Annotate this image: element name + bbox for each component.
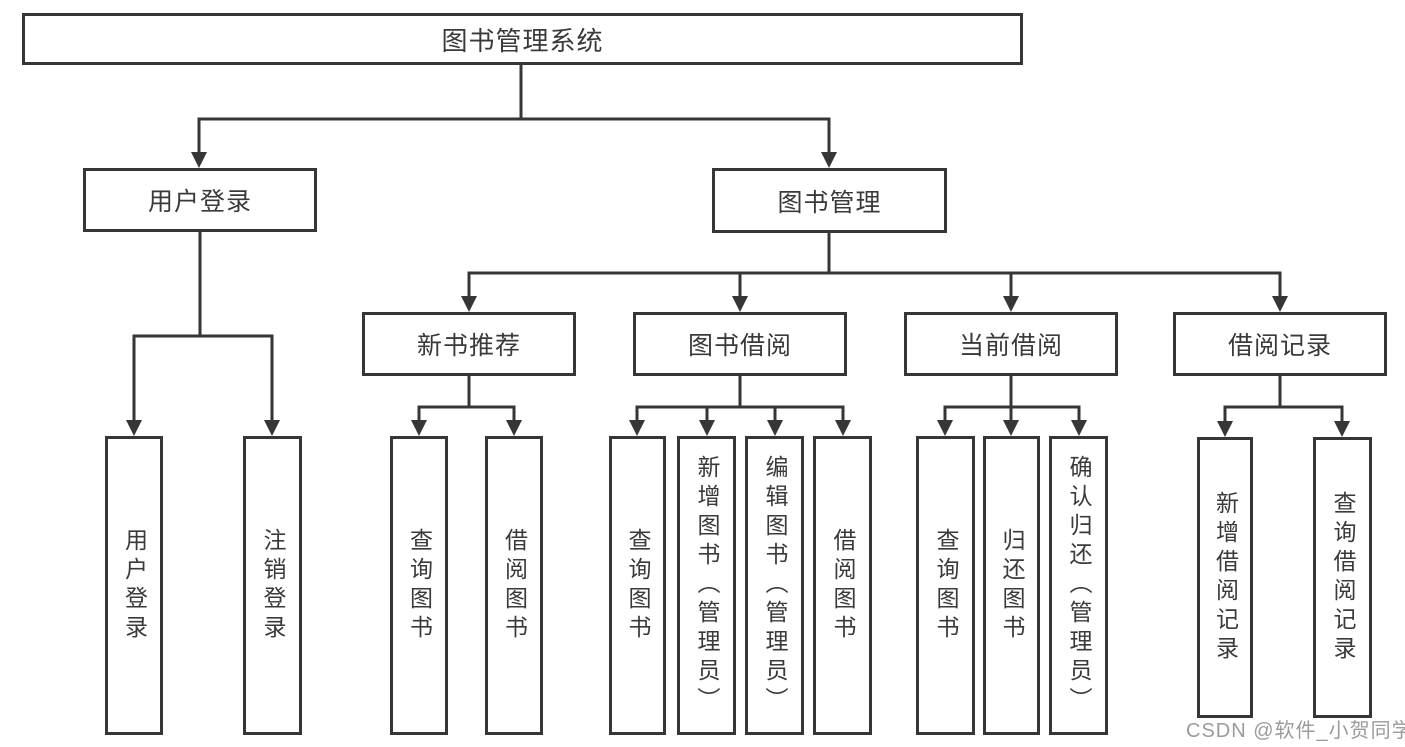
node-label: 用户登录	[147, 188, 252, 216]
leaf-record-query-borrow-record: 查询借阅记录	[1313, 437, 1372, 718]
leaf-current-return-books: 归还图书	[983, 436, 1040, 735]
node-label: 查询借阅记录	[1330, 490, 1356, 665]
node-label: 图书管理系统	[441, 25, 604, 56]
connector-user-login-to-leaves	[126, 230, 280, 436]
node-label: 查询图书	[933, 527, 959, 644]
csdn-watermark: CSDN @软件_小贺同学	[1186, 720, 1405, 742]
node-label: 注销登录	[260, 527, 286, 644]
leaf-borrow-query-books: 查询图书	[609, 436, 666, 735]
node-label: 编辑图书（管理员）	[762, 455, 788, 716]
node-borrow-record: 借阅记录	[1173, 312, 1387, 376]
node-label: 新书推荐	[416, 332, 521, 360]
leaf-recommend-query-books: 查询图书	[390, 436, 448, 735]
connector-root-to-level2	[191, 63, 837, 168]
node-label: 确认归还（管理员）	[1066, 455, 1092, 716]
node-book-management: 图书管理	[712, 168, 947, 233]
node-book-borrow: 图书借阅	[633, 312, 847, 376]
connector-current-borrow-to-leaves	[937, 374, 1087, 436]
node-label: 查询图书	[625, 527, 651, 644]
node-library-system: 图书管理系统	[22, 13, 1023, 65]
leaf-user-login: 用户登录	[105, 436, 163, 735]
connector-book-borrow-to-leaves	[629, 374, 851, 436]
connector-borrow-record-to-leaves	[1217, 374, 1350, 437]
node-user-login: 用户登录	[83, 168, 317, 232]
node-label: 借阅记录	[1227, 332, 1332, 360]
node-label: 借阅图书	[830, 527, 856, 644]
node-label: 借阅图书	[501, 527, 528, 644]
node-label: 新增借阅记录	[1212, 490, 1239, 665]
node-label: 用户登录	[121, 527, 148, 644]
node-label: 图书管理	[777, 188, 882, 217]
leaf-borrow-add-books-admin: 新增图书（管理员）	[677, 436, 736, 735]
node-label: 查询图书	[406, 527, 433, 644]
connector-book-management-to-level3	[461, 231, 1288, 312]
node-label: 归还图书	[999, 527, 1025, 644]
node-current-borrow: 当前借阅	[904, 312, 1118, 376]
leaf-borrow-edit-books-admin: 编辑图书（管理员）	[745, 436, 804, 735]
leaf-recommend-borrow-books: 借阅图书	[485, 436, 543, 735]
leaf-current-confirm-return-admin: 确认归还（管理员）	[1049, 436, 1108, 735]
leaf-record-add-borrow-record: 新增借阅记录	[1197, 437, 1253, 718]
node-label: 新增图书（管理员）	[694, 455, 720, 716]
leaf-logout-login: 注销登录	[243, 436, 302, 735]
node-label: 图书借阅	[687, 332, 792, 360]
leaf-borrow-borrow-books: 借阅图书	[813, 436, 872, 735]
node-new-book-recommend: 新书推荐	[362, 312, 576, 376]
node-label: 当前借阅	[958, 332, 1063, 360]
connector-new-book-recommend-to-leaves	[411, 374, 522, 436]
leaf-current-query-books: 查询图书	[916, 436, 975, 735]
